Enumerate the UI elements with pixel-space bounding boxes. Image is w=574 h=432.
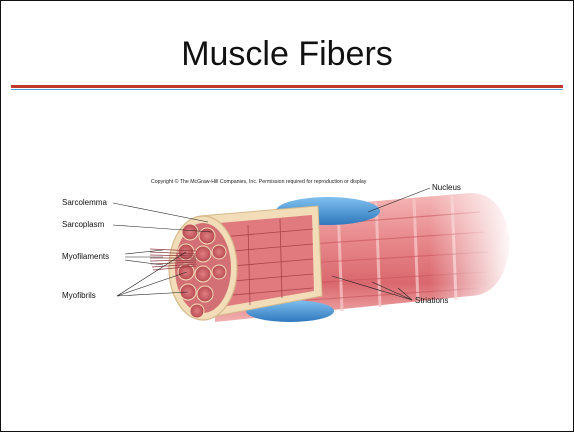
label-nucleus: Nucleus	[432, 183, 461, 192]
label-myofilaments: Myofilaments	[62, 252, 109, 261]
label-sarcolemma: Sarcolemma	[62, 198, 107, 207]
label-sarcoplasm: Sarcoplasm	[62, 220, 104, 229]
label-myofibrils: Myofibrils	[62, 291, 96, 300]
label-striations: Striations	[415, 296, 448, 305]
